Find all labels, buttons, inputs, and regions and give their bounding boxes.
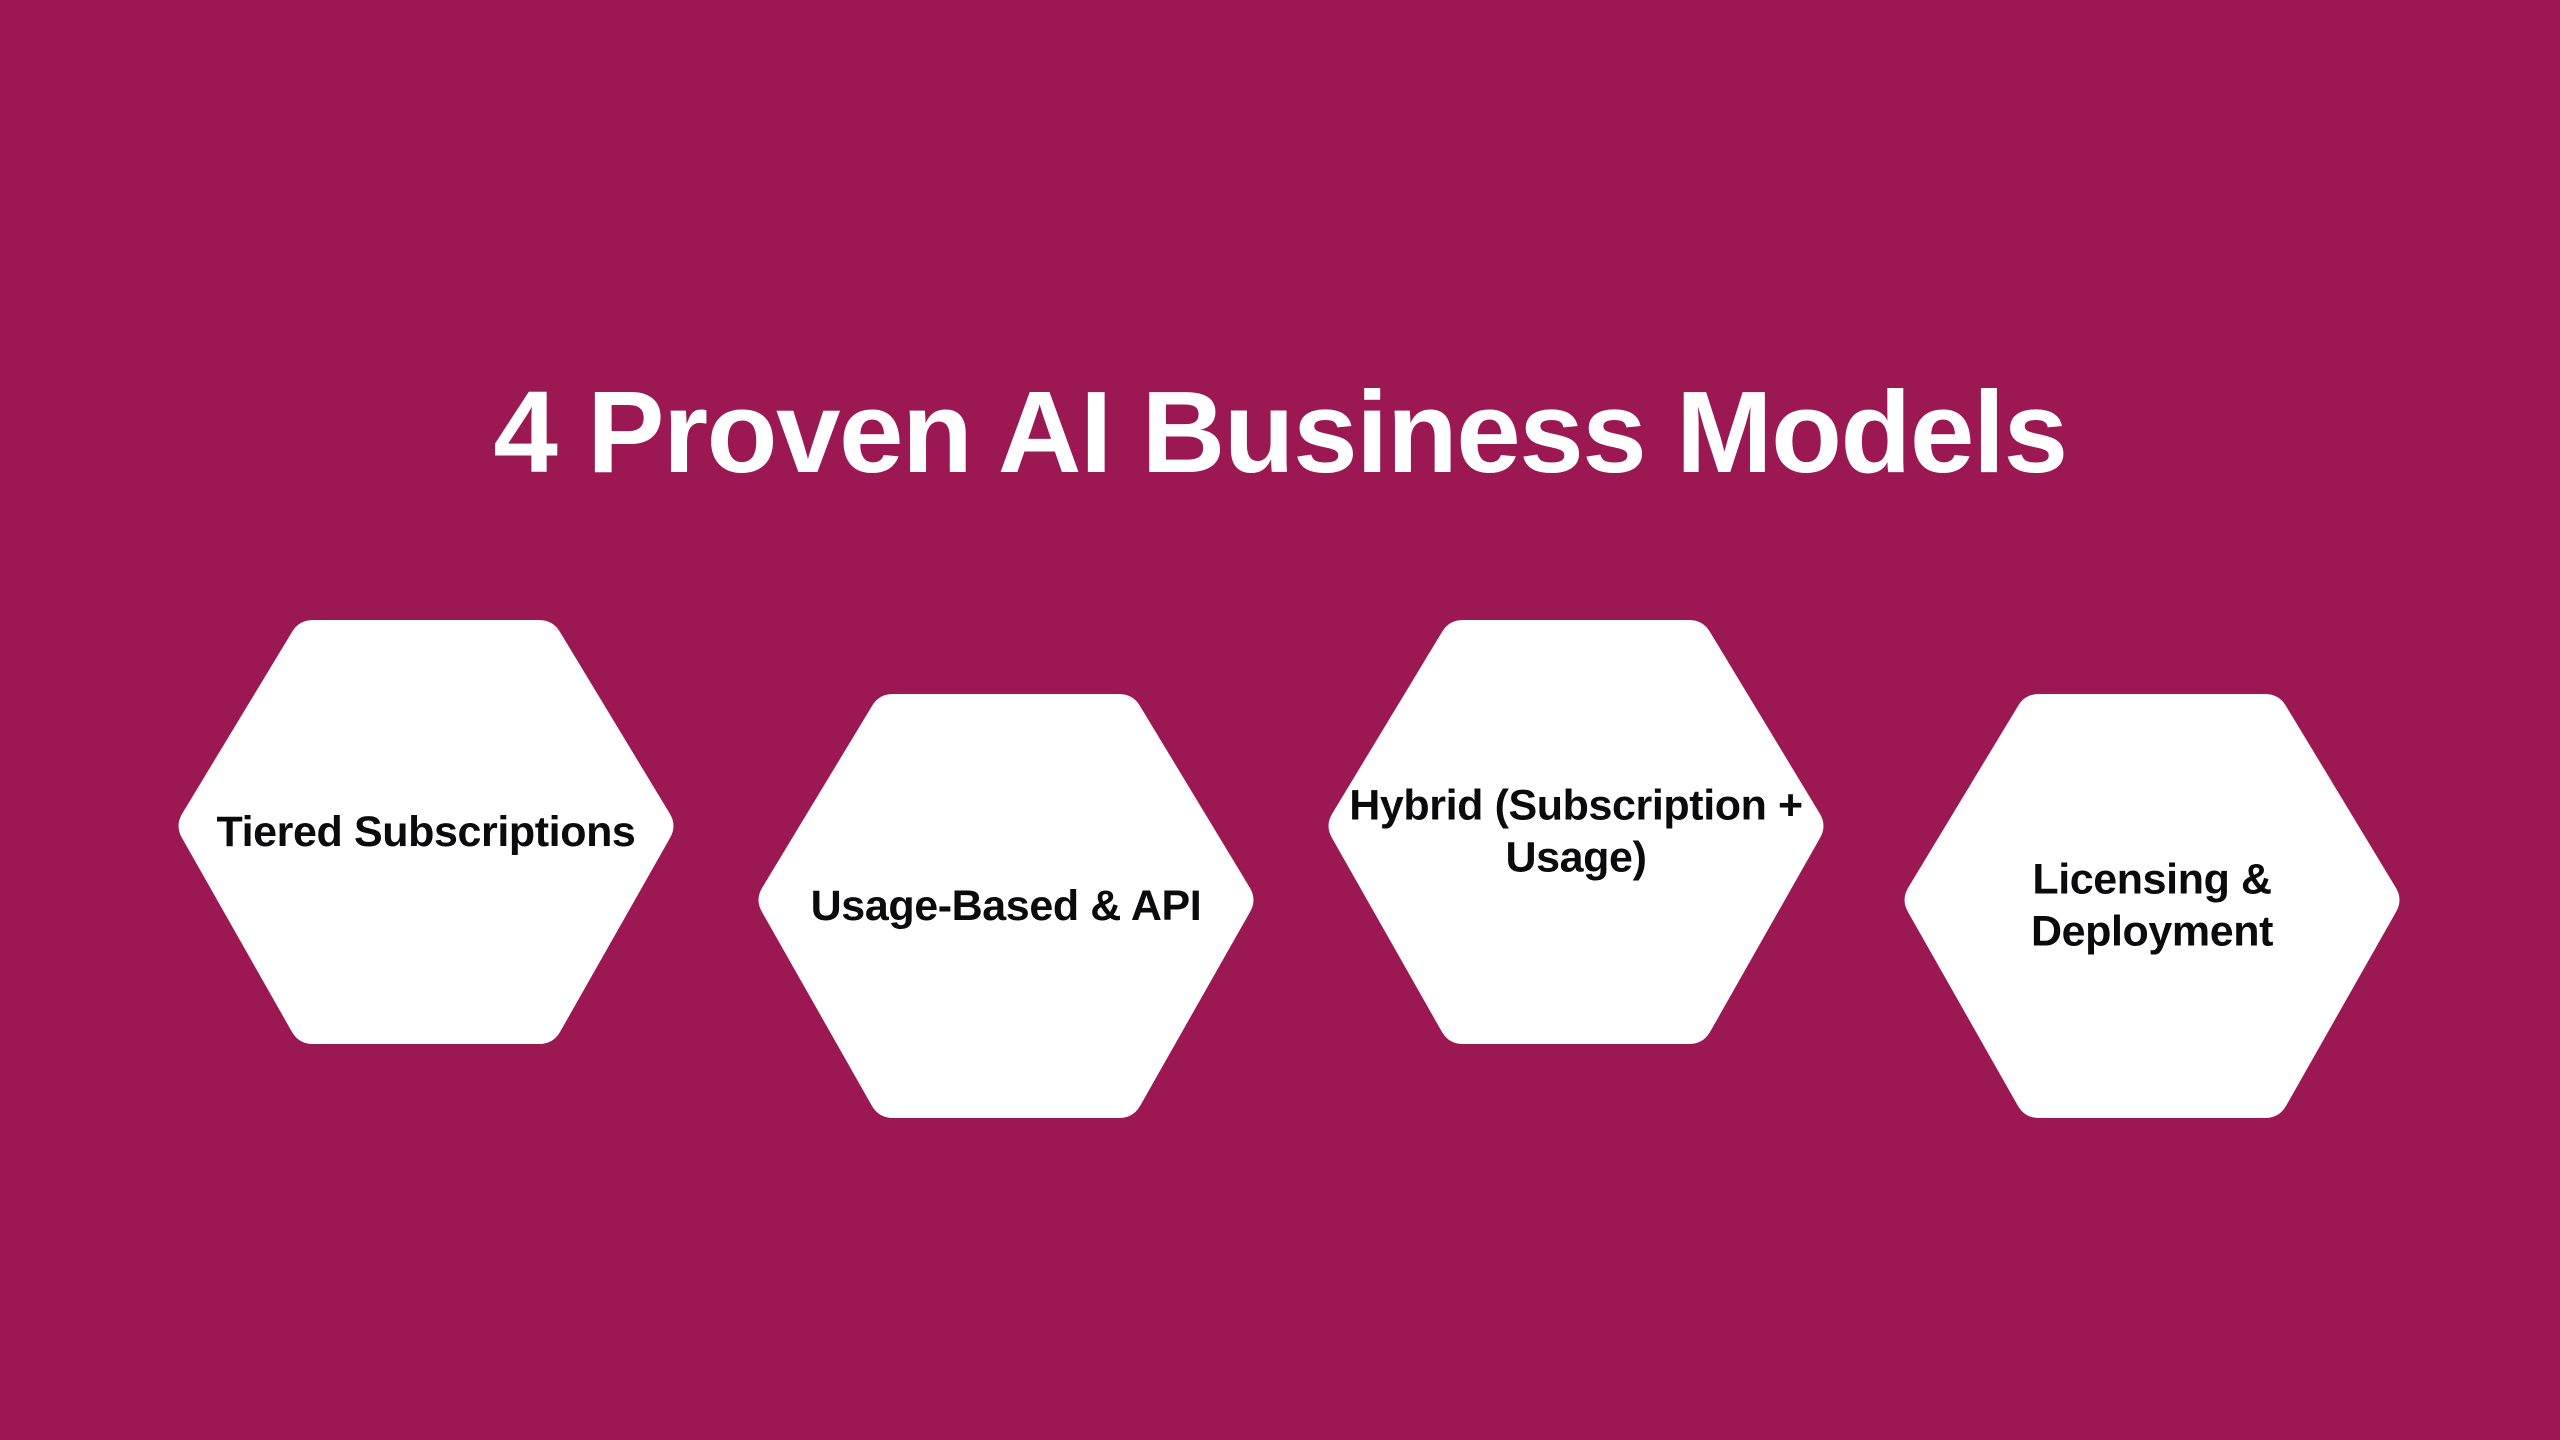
hexagon-label-1: Tiered Subscriptions (216, 807, 636, 856)
hexagon-shape-icon (752, 688, 1260, 1124)
page-title-area: 4 Proven AI Business Models (0, 367, 2560, 497)
hexagon-card-3[interactable]: Hybrid (Subscription + Usage) (1322, 614, 1830, 1050)
hexagon-card-4[interactable]: Licensing & Deployment (1898, 688, 2406, 1124)
hexagon-card-2[interactable]: Usage-Based & API (752, 688, 1260, 1124)
hexagon-label-3: Hybrid (Subscription + Usage) (1349, 781, 1803, 882)
hexagon-shape-icon (172, 614, 680, 1050)
hexagon-label-4: Licensing & Deployment (2030, 855, 2274, 956)
page-title: 4 Proven AI Business Models (493, 367, 2068, 497)
hexagon-shape-icon (1322, 614, 1830, 1050)
hexagon-label-2: Usage-Based & API (810, 881, 1202, 930)
hexagon-shape-icon (1898, 688, 2406, 1124)
hexagon-card-1[interactable]: Tiered Subscriptions (172, 614, 680, 1050)
